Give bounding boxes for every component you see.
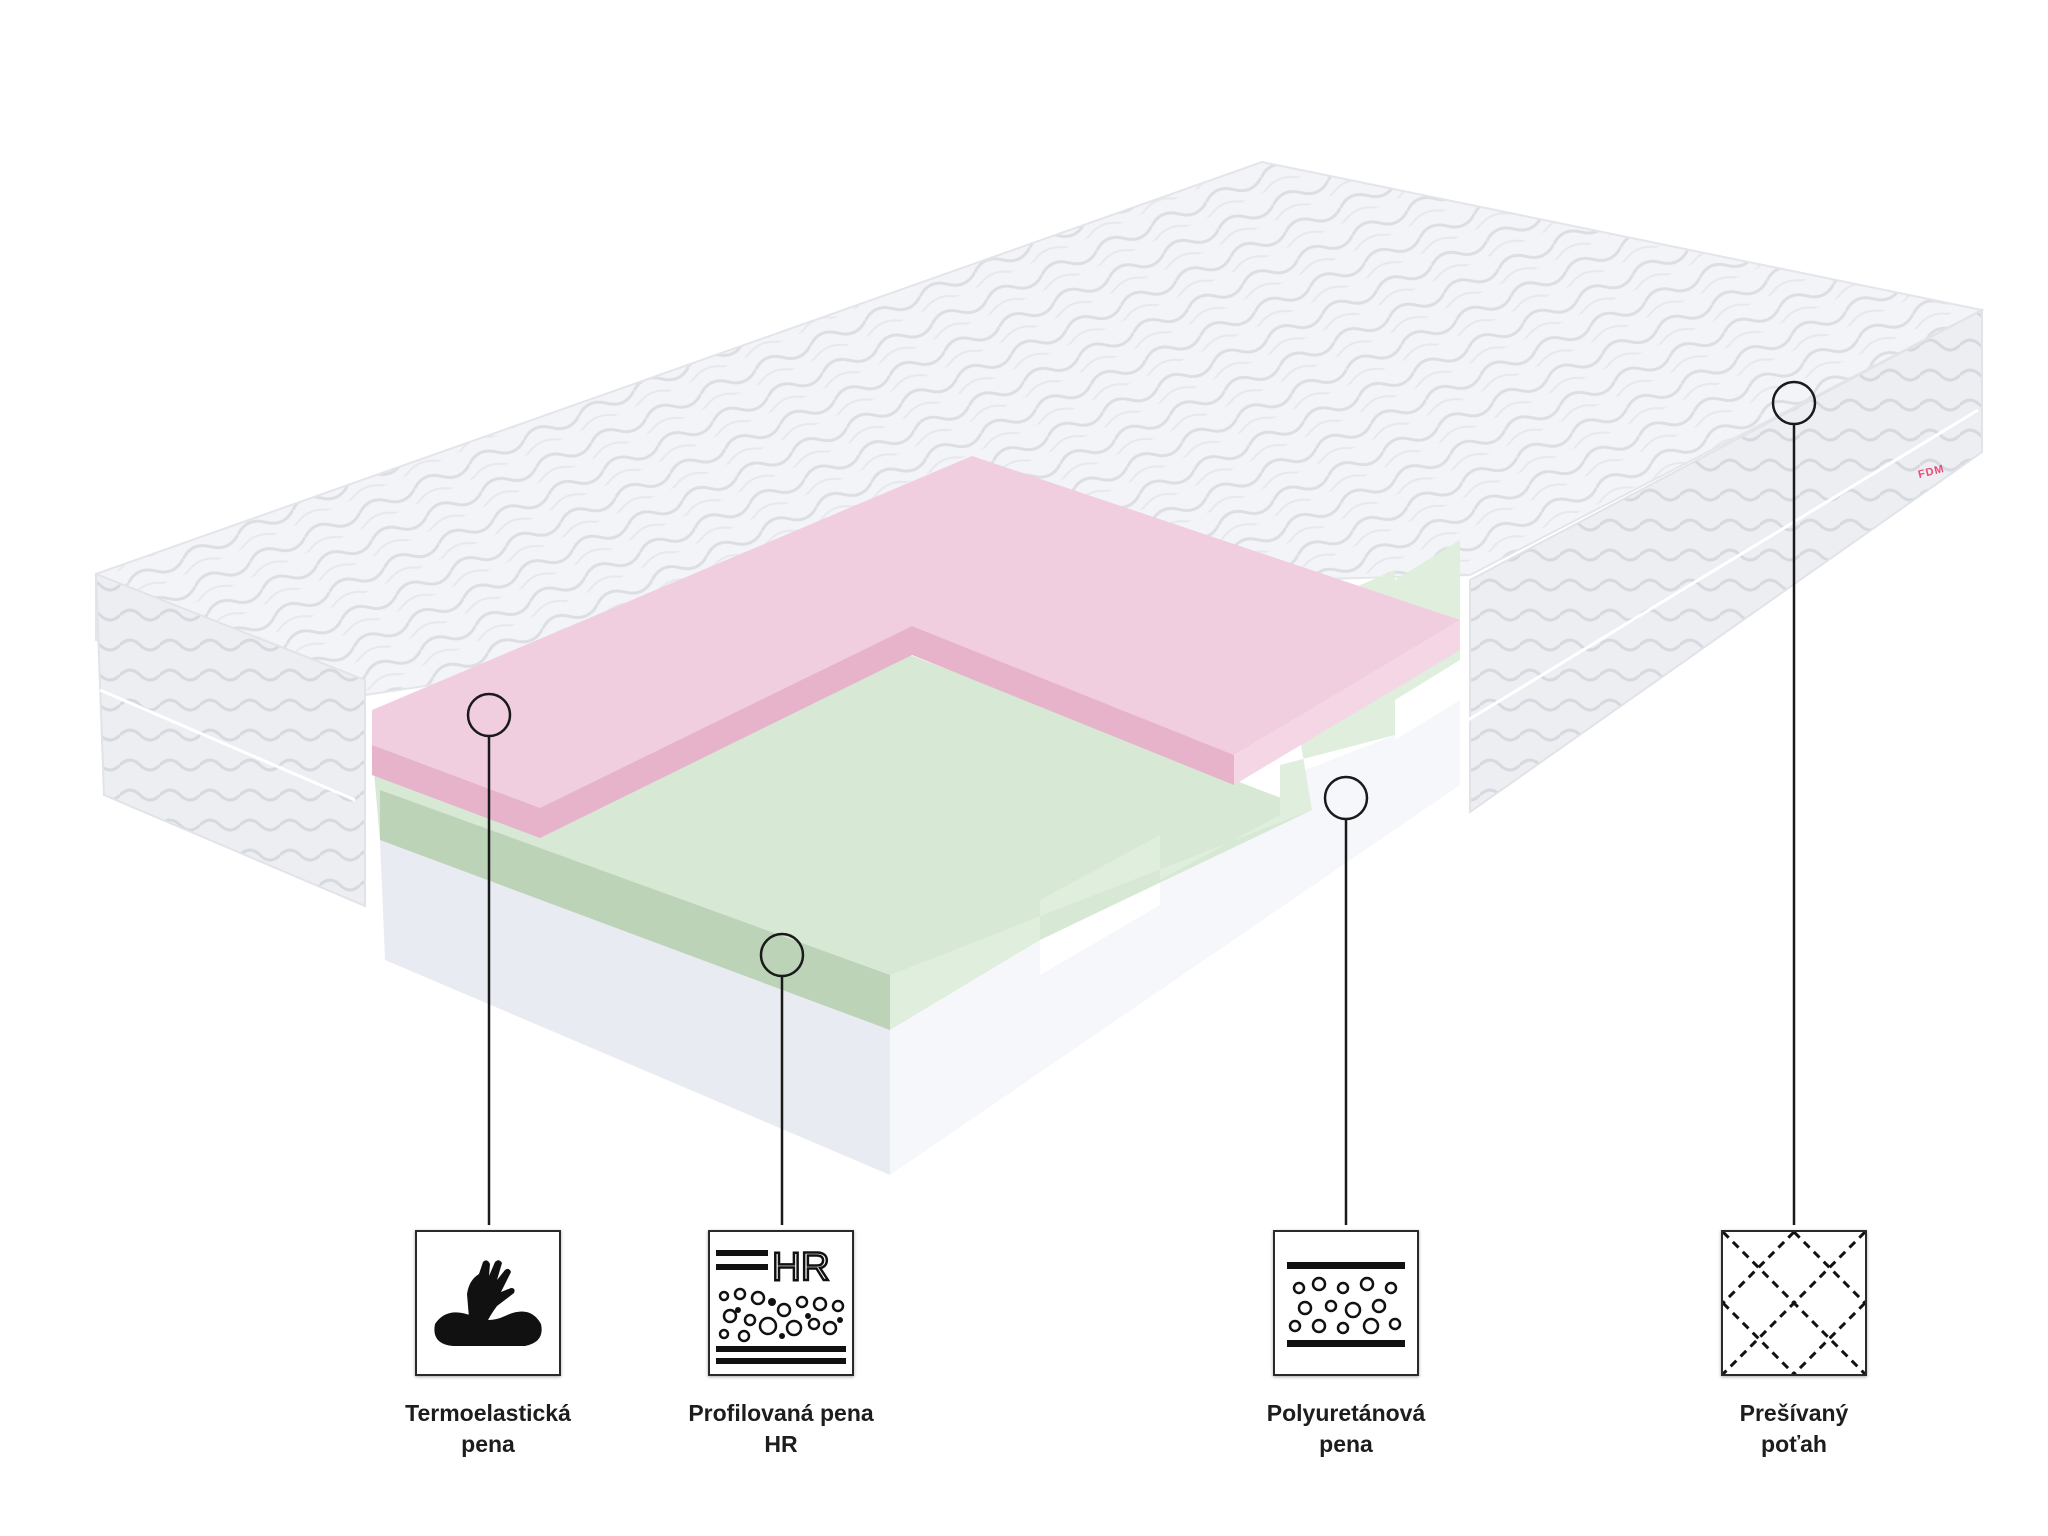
base-foam-front xyxy=(380,840,890,1175)
memory-foam-right xyxy=(1234,620,1460,785)
zipper-line xyxy=(1467,408,1979,722)
base-foam-right xyxy=(890,700,1460,1175)
caption-hr-line2: HR xyxy=(764,1431,798,1457)
caption-cover-line1: Prešívaný xyxy=(1739,1400,1849,1426)
memory-foam-front xyxy=(372,626,1234,838)
memory-foam-top xyxy=(372,456,1460,808)
caption-poly-line1: Polyuretánová xyxy=(1266,1400,1426,1426)
caption-cover-line2: poťah xyxy=(1761,1431,1827,1457)
cover-left-side xyxy=(94,572,366,908)
caption-poly: Polyuretánová pena xyxy=(1216,1398,1476,1460)
caption-memory-line1: Termoelastická xyxy=(405,1400,571,1426)
hand-in-foam-icon xyxy=(434,1260,542,1346)
caption-cover: Prešívaný poťah xyxy=(1664,1398,1924,1460)
caption-hr: Profilovaná pena HR xyxy=(651,1398,911,1460)
quilted-cover-icon xyxy=(1723,1232,1865,1374)
hr-foam-icon: HR xyxy=(716,1244,846,1364)
hr-foam-front xyxy=(380,790,890,1030)
caption-hr-line1: Profilovaná pena xyxy=(688,1400,874,1426)
caption-poly-line2: pena xyxy=(1319,1431,1373,1457)
caption-memory-line2: pena xyxy=(461,1431,515,1457)
polyurethane-foam-icon xyxy=(1287,1262,1405,1347)
quilted-cover-icon-box xyxy=(1721,1230,1867,1376)
cover-right-side xyxy=(1469,308,1983,814)
caption-memory: Termoelastická pena xyxy=(358,1398,618,1460)
hr-foam-icon-box: HR xyxy=(708,1230,854,1376)
poly-foam-icon-box xyxy=(1273,1230,1419,1376)
memory-foam-icon-box xyxy=(415,1230,561,1376)
zipper-line-left xyxy=(99,688,356,802)
hr-label: HR xyxy=(772,1245,830,1289)
